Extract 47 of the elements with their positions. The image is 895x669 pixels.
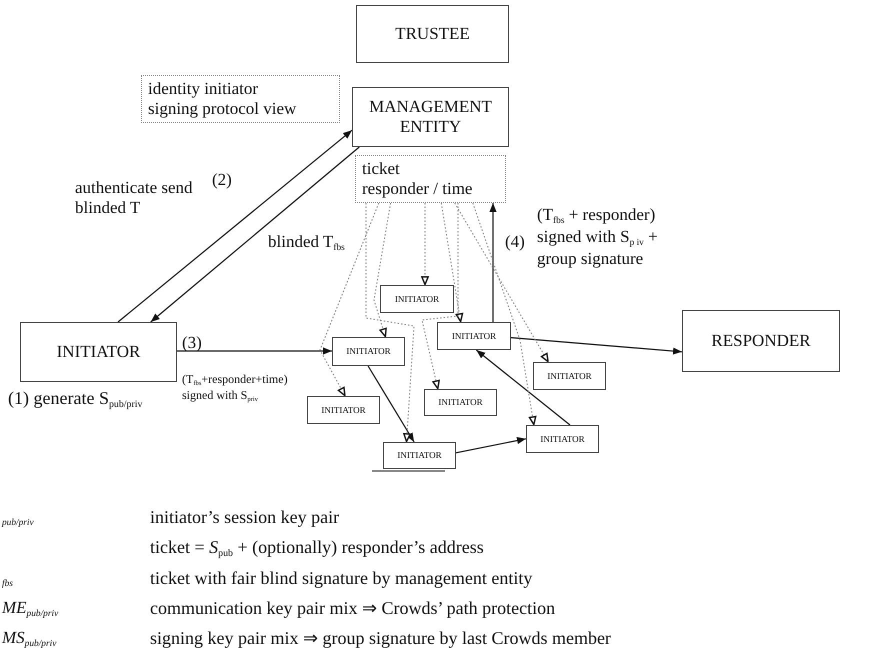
arrow [421,202,458,390]
arrow [118,130,352,322]
step-number: (4) [505,232,525,252]
arrow [472,202,536,426]
definition-text: ticket = S$_{pub}$ + (optionally) responder’s address [150,537,484,560]
process-box: INITIATOR [383,442,456,469]
edge-label: (T$_{fbs}$ + responder) signed with S$_{p iv}$ + group signature [537,205,659,270]
definition-text: initiator’s session key pair [150,507,340,529]
node-caption: (1) generate S$_{pub/priv}$ [8,388,142,411]
process-box: RESPONDER [682,310,840,372]
edge-label: (T$_{fbs}$+responder+time) signed with S$_{priv}$ [182,372,289,404]
arrow [510,337,682,355]
process-box: INITIATOR [20,322,177,382]
arrow [456,437,526,454]
arrow [373,202,392,338]
symbol: ME$_{pub/priv}$ [2,598,58,620]
process-box: INITIATOR [424,389,497,416]
process-box: INITIATOR [380,285,454,313]
edge-label: blinded T$_{fbs}$ [268,232,346,254]
process-box: MANAGEMENT ENTITY [352,87,509,147]
note-box: identity initiator signing protocol view [141,75,340,123]
step-number: (3) [182,333,202,354]
arrow [177,347,332,355]
edge-label: authenticate send blinded T [75,178,193,219]
process-box: INITIATOR [526,425,599,453]
note-box: ticket responder / time [355,155,506,203]
arrow [489,203,497,322]
process-box: TRUSTEE [356,5,509,63]
arrow [319,202,380,396]
definition-text: signing key pair mix ⇒ group signature by last Crowds member [150,628,611,650]
arrow [440,202,464,322]
process-box: INITIATOR [533,362,606,390]
definition-text: ticket with fair blind signature by management entity [150,568,532,590]
process-box: INITIATOR [437,322,511,350]
arrow [421,202,429,286]
arrow [150,146,360,322]
symbol: pub/priv [2,516,34,529]
arrow [454,202,549,362]
symbol: fbs [2,578,13,590]
process-box: INITIATOR [307,396,380,424]
arrow [476,350,570,426]
process-box: INITIATOR [332,337,405,366]
definition-text: communication key pair mix ⇒ Crowds’ path protection [150,598,556,620]
arrow [368,366,415,442]
arrow [366,202,415,442]
step-number: (2) [212,170,232,190]
symbol: MS$_{pub/priv}$ [2,628,56,650]
